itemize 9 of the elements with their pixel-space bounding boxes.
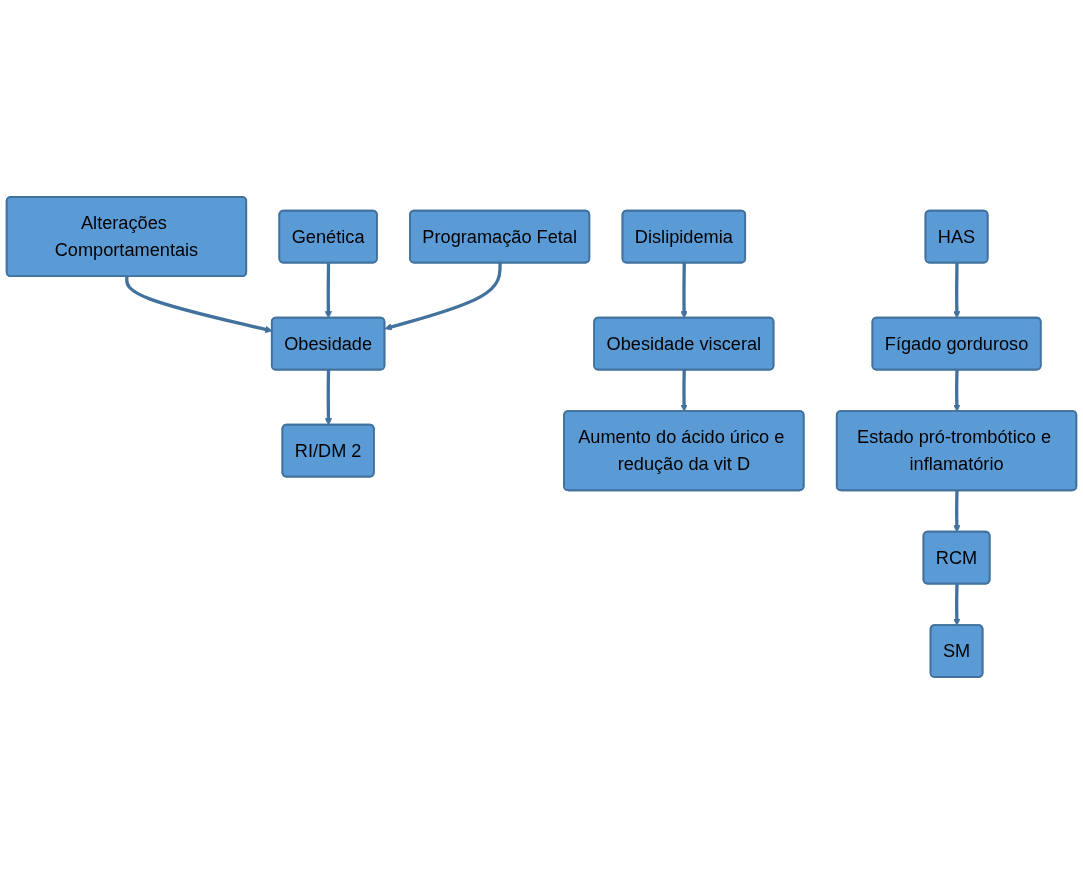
arrow [324, 370, 333, 426]
arrow [953, 584, 961, 626]
arrow [324, 263, 333, 319]
arrow [680, 263, 688, 319]
arrow [953, 263, 961, 319]
arrow [384, 263, 502, 331]
arrow [680, 370, 688, 412]
arrow [953, 490, 961, 533]
arrow [953, 370, 961, 412]
